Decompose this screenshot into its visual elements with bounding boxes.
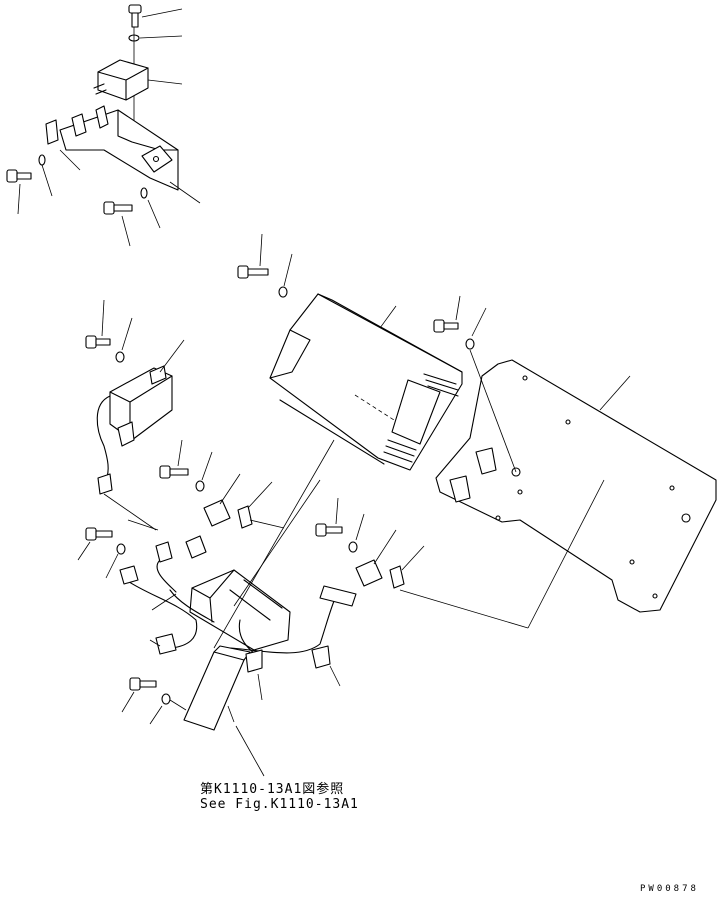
bolt-icon bbox=[85, 335, 111, 349]
bolt-icon bbox=[237, 265, 269, 279]
relay-icon bbox=[355, 559, 405, 589]
relay-bracket-assembly bbox=[6, 4, 201, 247]
washer-icon bbox=[465, 338, 475, 350]
reference-label-japanese: 第K1110-13A1図参照 bbox=[200, 782, 345, 797]
bolt-icon bbox=[129, 677, 157, 691]
relay-icon bbox=[93, 59, 149, 101]
mounting-plate bbox=[435, 359, 717, 613]
washer-icon bbox=[140, 187, 148, 199]
washer-icon bbox=[278, 286, 288, 298]
bolt-icon bbox=[159, 465, 189, 479]
washer-icon bbox=[115, 351, 125, 363]
electronic-module bbox=[96, 365, 173, 495]
washer-icon bbox=[195, 480, 205, 492]
bolt-icon bbox=[128, 4, 142, 28]
bracket-icon bbox=[45, 105, 179, 191]
bolt-icon bbox=[85, 527, 113, 541]
bolt-icon bbox=[315, 523, 343, 537]
bolt-icon bbox=[433, 319, 459, 333]
controller-unit bbox=[269, 293, 463, 471]
relay-icon bbox=[203, 499, 253, 529]
figure-code: PW00878 bbox=[640, 884, 699, 894]
bolt-icon bbox=[103, 201, 133, 215]
washer-icon bbox=[161, 693, 171, 705]
washer-icon bbox=[348, 541, 358, 553]
reference-label-english: See Fig.K1110-13A1 bbox=[200, 797, 359, 812]
washer-icon bbox=[116, 543, 126, 555]
wiring-harness bbox=[119, 535, 357, 731]
washer-icon bbox=[38, 154, 46, 166]
bolt-icon bbox=[6, 169, 32, 183]
